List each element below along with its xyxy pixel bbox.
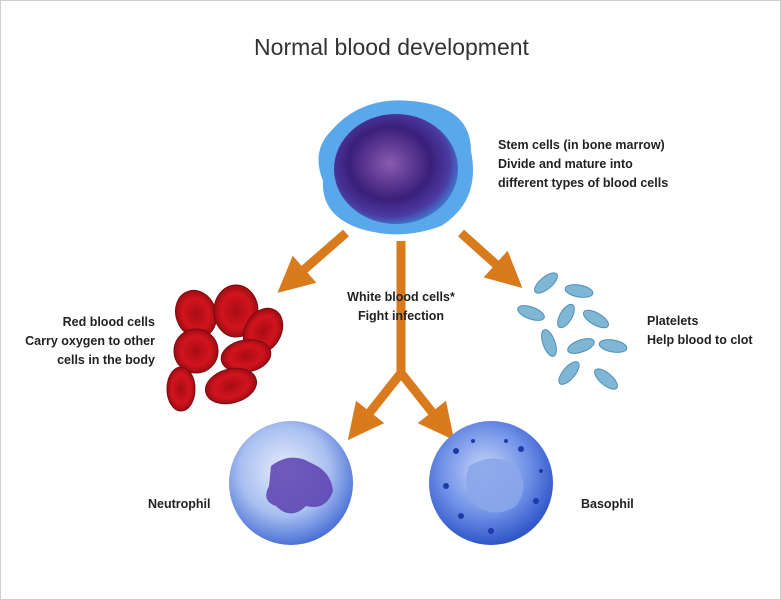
red-line-1: Red blood cells (62, 315, 155, 329)
stem-cell (318, 100, 473, 235)
neutrophil-cell (229, 421, 353, 545)
platelets-label: Platelets Help blood to clot (647, 312, 753, 350)
white-line-1: White blood cells* (347, 290, 455, 304)
arrow-to-neutrophil (347, 370, 405, 441)
basophil-cell (429, 421, 553, 545)
basophil-label: Basophil (581, 497, 634, 511)
arrows (277, 229, 523, 441)
neutrophil-label: Neutrophil (148, 497, 211, 511)
red-blood-cells-label: Red blood cells Carry oxygen to other ce… (25, 313, 155, 370)
stem-line-3: different types of blood cells (498, 176, 669, 190)
red-line-3: cells in the body (57, 353, 155, 367)
stem-line-2: Divide and mature into (498, 157, 633, 171)
platelets (517, 272, 628, 390)
red-line-2: Carry oxygen to other (25, 334, 155, 348)
diagram-title: Normal blood development (254, 34, 529, 60)
red-blood-cells (166, 284, 284, 412)
arrow-to-red-cells (277, 229, 349, 293)
platelets-line-1: Platelets (647, 314, 699, 328)
white-blood-cells-label: White blood cells* Fight infection (331, 288, 471, 326)
white-line-2: Fight infection (357, 309, 445, 323)
arrow-to-platelets (457, 229, 523, 289)
arrow-to-basophil (397, 370, 455, 441)
stem-cells-label: Stem cells (in bone marrow) Divide and m… (498, 136, 668, 193)
stem-line-1: Stem cells (in bone marrow) (498, 138, 665, 152)
platelets-line-2: Help blood to clot (647, 333, 753, 347)
